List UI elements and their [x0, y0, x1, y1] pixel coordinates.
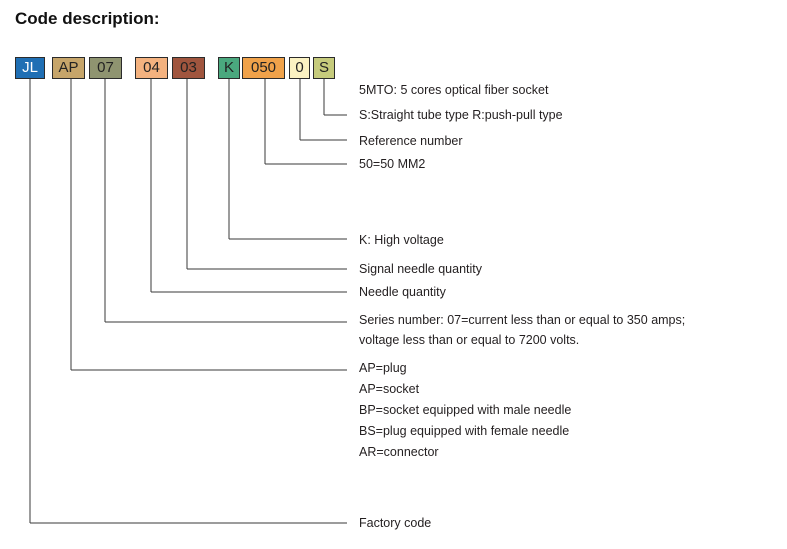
diagram-title: Code description: [15, 9, 160, 28]
segment-03: 03 [172, 57, 205, 79]
desc-factory: Factory code [359, 516, 432, 530]
desc-signal: Signal needle quantity [359, 262, 483, 276]
desc-plug-2: AP=socket [359, 382, 420, 396]
segment-050: 050 [242, 57, 285, 79]
segment-k: K [218, 57, 240, 79]
desc-series-2: voltage less than or equal to 7200 volts… [359, 333, 580, 347]
desc-tube: S:Straight tube type R:push-pull type [359, 108, 563, 122]
desc-plug-3: BP=socket equipped with male needle [359, 403, 572, 417]
segment-07: 07 [89, 57, 122, 79]
desc-size: 50=50 MM2 [359, 157, 426, 171]
desc-series-1: Series number: 07=current less than or e… [359, 313, 686, 327]
desc-fiber: 5MTO: 5 cores optical fiber socket [359, 83, 549, 97]
desc-voltage: K: High voltage [359, 233, 444, 247]
segment-0: 0 [289, 57, 310, 79]
desc-reference: Reference number [359, 134, 463, 148]
segment-s: S [313, 57, 335, 79]
segment-ap: AP [52, 57, 85, 79]
desc-plug-5: AR=connector [359, 445, 439, 459]
desc-plug-4: BS=plug equipped with female needle [359, 424, 570, 438]
segment-04: 04 [135, 57, 168, 79]
segment-jl: JL [15, 57, 45, 79]
desc-needle: Needle quantity [359, 285, 446, 299]
desc-plug-1: AP=plug [359, 361, 407, 375]
